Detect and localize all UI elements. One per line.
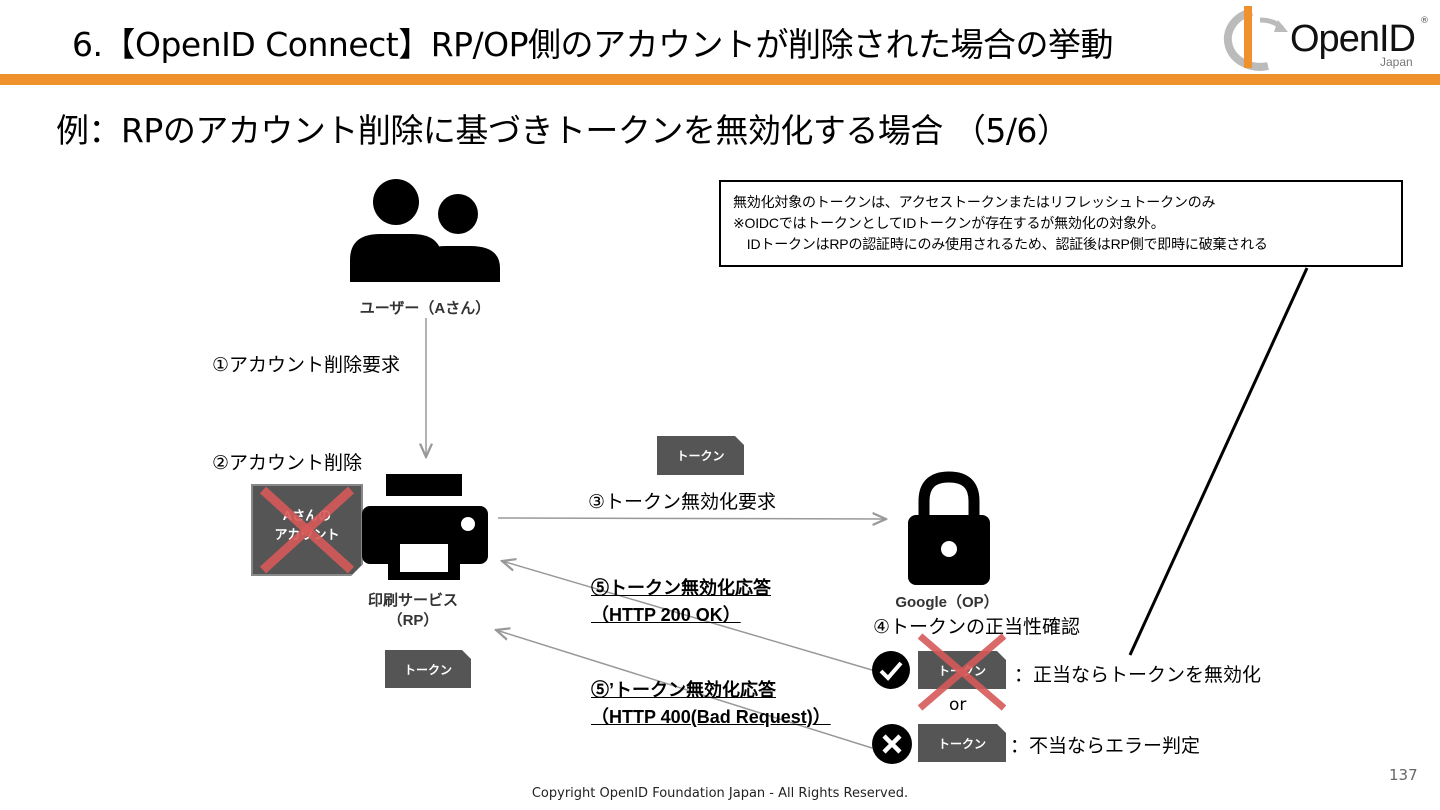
users-icon [350,179,500,282]
header-divider [0,74,1440,85]
logo-registered-mark: ® [1420,16,1429,26]
or-label: or [949,695,967,715]
page-title: 6.【OpenID Connect】RP/OP側のアカウントが削除された場合の挙… [72,25,1114,64]
valid-result-label: ：正当ならトークンを無効化 [1014,664,1262,686]
note-line: ※OIDCではトークンとしてIDトークンが存在するが無効化の対象外。 [733,215,1165,231]
step4-label: ④トークンの正当性確認 [873,616,1081,638]
copyright: Copyright OpenID Foundation Japan - All … [531,786,909,801]
invalidate-cross-icon [917,633,1007,711]
rp-label-line1: 印刷サービス [367,592,458,609]
rp-label-line2: （RP） [387,612,439,629]
delete-cross-icon [259,486,355,574]
step1-label: ①アカウント削除要求 [212,354,401,376]
step2-label: ②アカウント削除 [212,452,363,474]
token-badge: トークン [918,724,1006,762]
lock-icon [908,471,990,585]
step3-label: ③トークン無効化要求 [588,491,777,513]
slide-subtitle: 例：RPのアカウント削除に基づきトークンを無効化する場合 （5/6） [56,111,1070,150]
page-number: 137 [1389,766,1418,784]
step5-label-line1: ⑤トークン無効化応答 [591,578,771,598]
note-line: 無効化対象のトークンは、アクセストークンまたはリフレッシュトークンのみ [733,194,1216,210]
note-box: 無効化対象のトークンは、アクセストークンまたはリフレッシュトークンのみ ※OID… [719,180,1403,267]
op-label: Google（OP） [895,594,999,611]
step5b-label-line1: ⑤’トークン無効化応答 [591,680,776,700]
user-label: ユーザー（Aさん） [359,300,491,317]
x-circle-icon [872,724,912,764]
step5b-label-line2: （HTTP 400(Bad Request)） [591,707,831,727]
logo-text: OpenID [1290,18,1416,60]
printer-icon [362,474,488,580]
invalid-result-label: ：不当ならエラー判定 [1010,735,1201,757]
openid-logo-icon [1223,6,1288,71]
step5-label-line2: （HTTP 200 OK） [591,605,741,625]
rp-label: 印刷サービス （RP） [354,591,472,631]
token-badge: トークン [657,436,744,475]
token-badge: トークン [385,650,471,688]
check-circle-icon [872,651,910,689]
note-line: IDトークンはRPの認証時にのみ使用されるため、認証後はRP側で即時に破棄される [733,236,1268,252]
logo-subtext: Japan [1380,55,1413,69]
